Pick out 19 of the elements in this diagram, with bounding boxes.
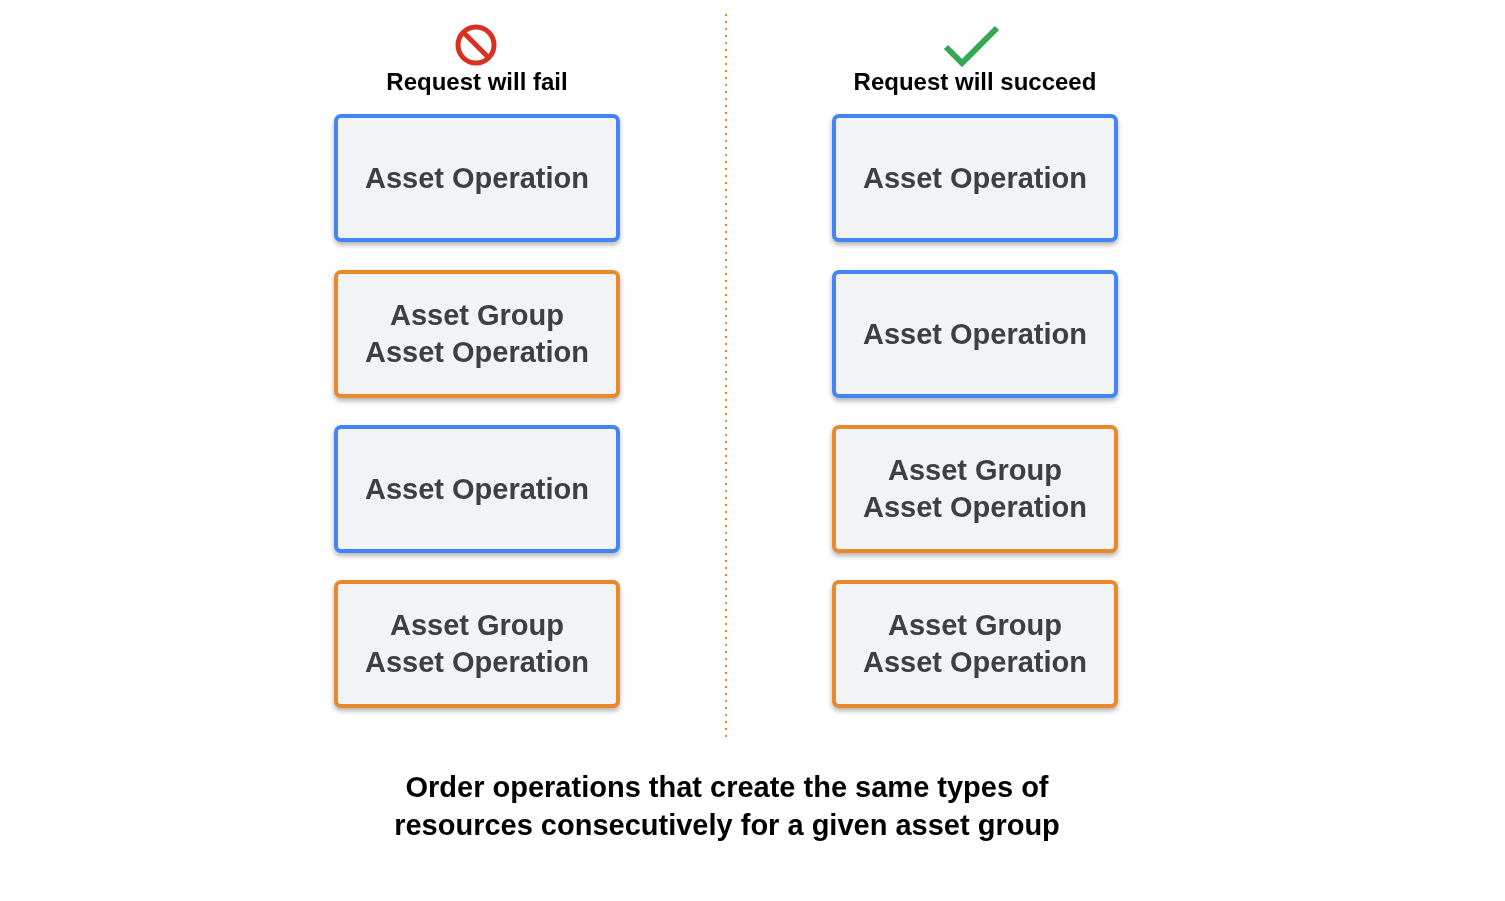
box-text: Asset Operation bbox=[862, 160, 1088, 196]
box-text: Asset Group Asset Operation bbox=[364, 608, 590, 680]
box-text: Asset Group Asset Operation bbox=[862, 608, 1088, 680]
box-text: Asset Group Asset Operation bbox=[862, 453, 1088, 525]
operation-box bbox=[334, 114, 620, 242]
caption: Order operations that create the same types of resources consecutively for a given asset group bbox=[393, 770, 1061, 843]
operation-box bbox=[832, 114, 1118, 242]
operation-box bbox=[832, 425, 1118, 553]
box-text: Asset Operation bbox=[364, 471, 590, 507]
operation-box bbox=[334, 270, 620, 398]
column-heading: Request will fail bbox=[386, 68, 568, 96]
column-heading: Request will succeed bbox=[853, 68, 1097, 96]
box-text: Asset Group Asset Operation bbox=[364, 298, 590, 370]
box-text: Asset Operation bbox=[862, 316, 1088, 352]
box-text: Asset Operation bbox=[364, 160, 590, 196]
operation-box bbox=[334, 425, 620, 553]
operation-box bbox=[334, 580, 620, 708]
operation-box bbox=[832, 270, 1118, 398]
operation-box bbox=[832, 580, 1118, 708]
